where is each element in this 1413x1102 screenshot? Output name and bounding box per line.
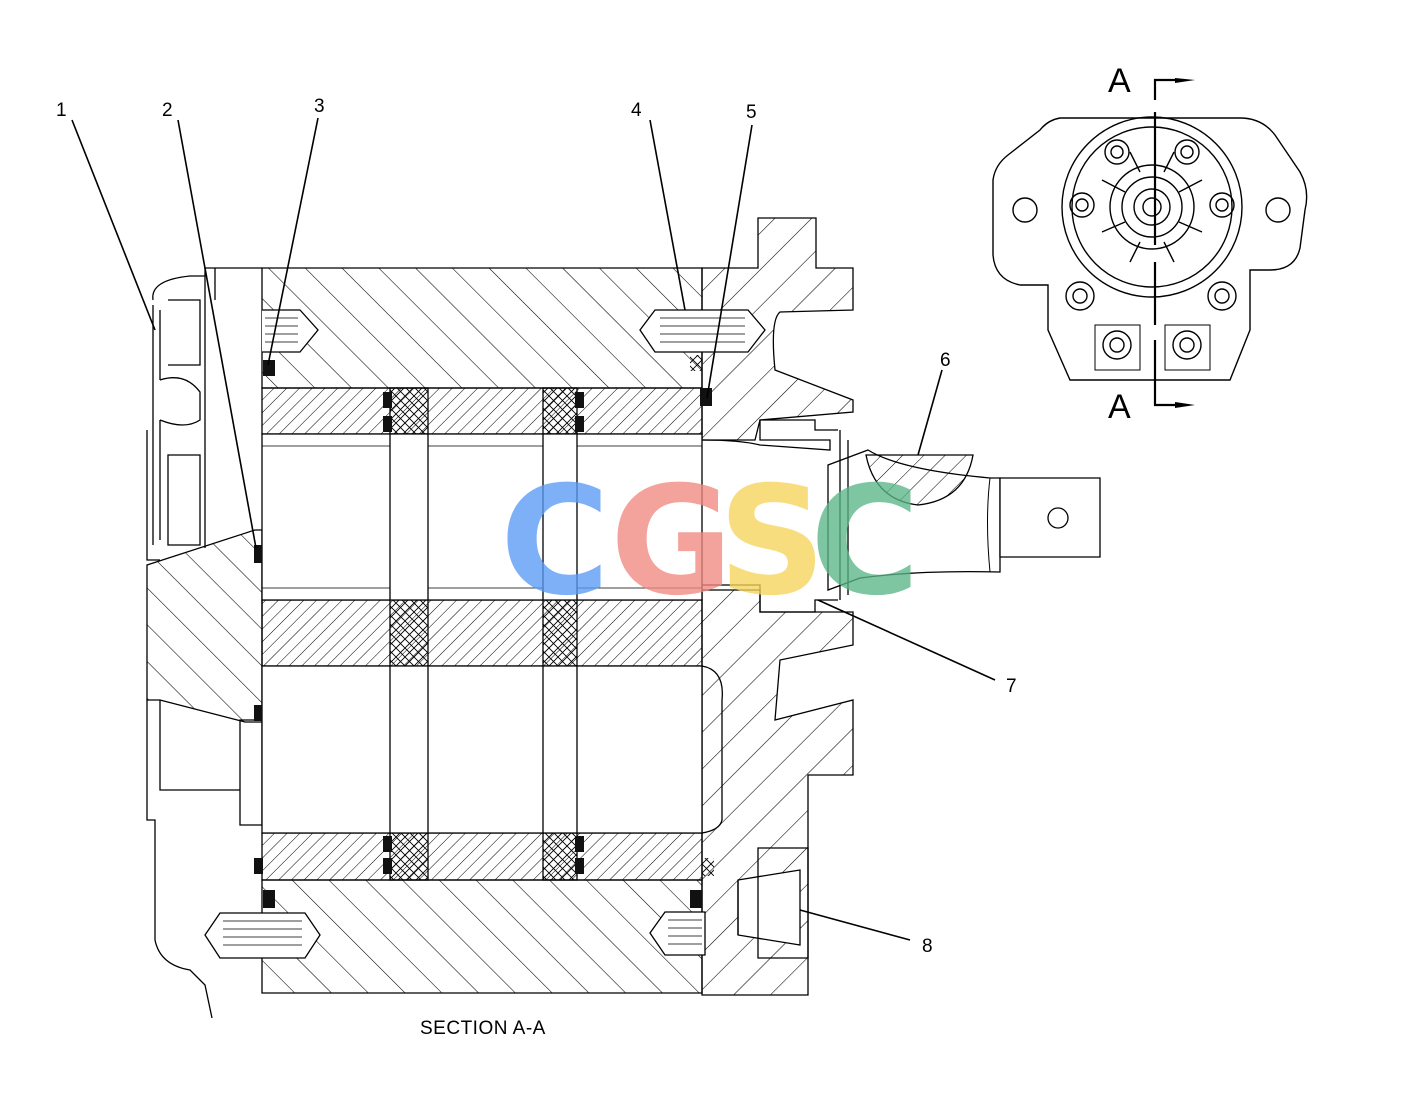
shaft-key: [865, 454, 974, 506]
callout-labels: 1 2 3 4 5 6 7 8: [56, 96, 1017, 957]
watermark-logo: C G S C: [500, 455, 920, 629]
watermark-letter-c2: C: [810, 455, 920, 629]
bearing-ring: [389, 387, 429, 435]
watermark-letter-c1: C: [500, 455, 610, 629]
callout-1: 1: [56, 100, 67, 121]
section-caption: SECTION A-A: [420, 1018, 546, 1039]
callout-6: 6: [940, 350, 951, 371]
bearing-ring: [542, 387, 578, 435]
bearing-ring: [542, 824, 578, 881]
callout-3: 3: [314, 96, 325, 117]
section-cut-line: [1153, 78, 1175, 407]
mounting-flange: [701, 217, 854, 441]
bushing-upper-top: [261, 387, 703, 435]
drive-shaft: [701, 419, 1101, 613]
section-letter-top: A: [1108, 62, 1131, 100]
shaft-hub-left: [146, 529, 263, 723]
end-view: [992, 78, 1308, 408]
section-view: [146, 217, 1101, 1019]
leader-lines: [71, 117, 996, 941]
end-view-bolt-holes: [1065, 139, 1237, 360]
bolt-lower-right: [649, 911, 706, 956]
bolt-upper-right: [639, 309, 766, 353]
callout-4: 4: [631, 100, 642, 121]
bearing-ring: [389, 591, 429, 675]
callout-2: 2: [162, 100, 173, 121]
pump-body-top: [261, 267, 703, 389]
bolt-upper-left: [262, 309, 319, 353]
bushing-lower-bottom: [261, 832, 703, 881]
callout-5: 5: [746, 102, 757, 123]
drive-gear-chamber: [261, 433, 703, 601]
o-ring-seals: [254, 355, 714, 908]
callout-7: 7: [1006, 676, 1017, 697]
bushing-upper-bottom: [261, 599, 703, 667]
driven-gear-chamber: [261, 665, 703, 834]
drain-plug: [737, 869, 801, 946]
pump-body-bottom: [261, 879, 703, 994]
callout-8: 8: [922, 936, 933, 957]
watermark-letter-s: S: [718, 455, 826, 629]
section-letter-bottom: A: [1108, 388, 1131, 426]
watermark-letter-g: G: [610, 455, 733, 629]
bolt-lower-left: [204, 912, 321, 959]
